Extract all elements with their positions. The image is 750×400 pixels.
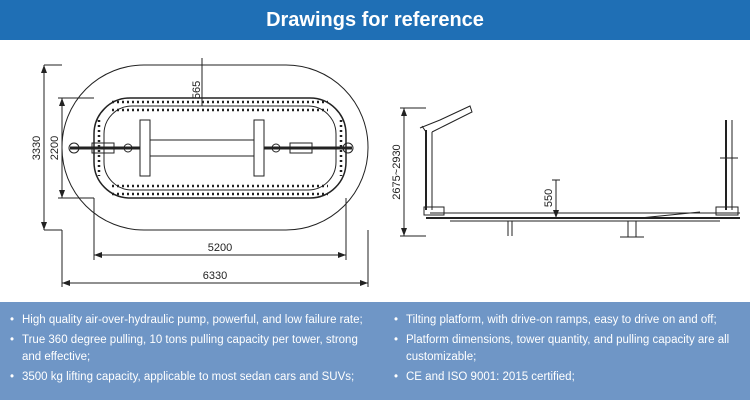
feature-text: Tilting platform, with drive-on ramps, e… (406, 314, 717, 326)
banner-title: Drawings for reference (266, 9, 484, 31)
feature-column-right: • Tilting platform, with drive-on ramps, … (394, 312, 742, 389)
top-view (43, 58, 369, 287)
side-view (400, 105, 740, 238)
bullet-icon: • (10, 334, 15, 346)
cross-beam-left (139, 119, 151, 177)
side-view-arrows (401, 108, 559, 236)
feature-item: • 3500 kg lifting capacity, applicable to… (10, 369, 380, 386)
dim-6330: 6330 (203, 270, 227, 282)
bullet-icon: • (10, 314, 15, 326)
platform-holes (97, 100, 343, 196)
dim-2200: 2200 (49, 136, 61, 160)
technical-drawing: 565 3330 2200 5200 6330 (0, 40, 750, 302)
feature-text: Platform dimensions, tower quantity, and… (406, 334, 730, 363)
feature-text: High quality air-over-hydraulic pump, po… (22, 314, 363, 326)
dim-5200: 5200 (208, 242, 232, 254)
cross-beam-right (253, 119, 265, 177)
bullet-icon: • (10, 371, 15, 383)
feature-item: • CE and ISO 9001: 2015 certified; (394, 369, 742, 386)
drawing-svg: 565 3330 2200 5200 6330 (31, 58, 740, 287)
feature-text: CE and ISO 9001: 2015 certified; (406, 371, 575, 383)
feature-text: 3500 kg lifting capacity, applicable to … (22, 371, 355, 383)
title-banner: Drawings for reference (0, 0, 750, 40)
bullet-icon: • (394, 334, 399, 346)
bullet-icon: • (394, 371, 399, 383)
feature-text: True 360 degree pulling, 10 tons pulling… (22, 334, 358, 363)
feature-item: • Tilting platform, with drive-on ramps, … (394, 312, 742, 329)
dim-height-range: 2675~2930 (391, 144, 403, 199)
dim-3330: 3330 (31, 136, 43, 160)
dim-550: 550 (543, 189, 555, 207)
feature-item: • High quality air-over-hydraulic pump, p… (10, 312, 380, 329)
feature-item: • Platform dimensions, tower quantity, an… (394, 332, 742, 366)
feature-panel: • High quality air-over-hydraulic pump, p… (0, 302, 750, 400)
pulling-tower-left (68, 142, 140, 154)
feature-item: • True 360 degree pulling, 10 tons pullin… (10, 332, 380, 366)
bullet-icon: • (394, 314, 399, 326)
pulling-tower-right (264, 142, 354, 154)
dim-565: 565 (191, 81, 203, 99)
top-view-arrows (41, 65, 368, 286)
feature-column-left: • High quality air-over-hydraulic pump, p… (10, 312, 380, 389)
